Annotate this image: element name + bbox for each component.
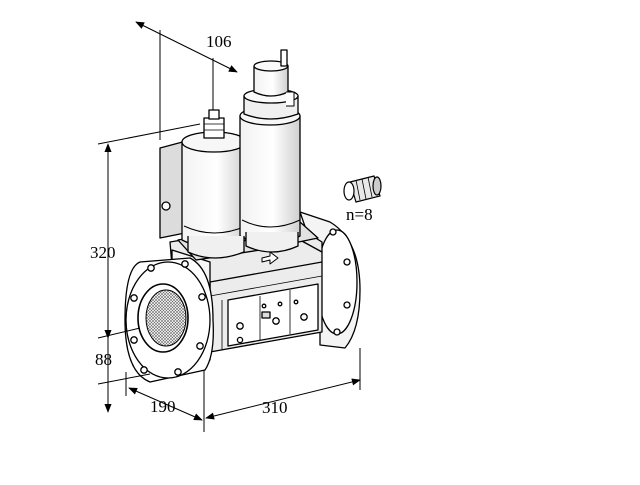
dim-base-depth: 190 [150, 397, 176, 416]
flow-arrow-mark [261, 251, 279, 265]
cable-gland [343, 175, 382, 203]
dim-height-lower: 88 [95, 350, 112, 369]
valve-body [124, 211, 361, 383]
terminal-panel [227, 283, 319, 347]
fitting-count-label: n=8 [346, 205, 373, 224]
left-cylinder [181, 141, 247, 249]
dimension-lines [97, 21, 361, 432]
actuators [159, 49, 319, 261]
dim-height-total: 320 [90, 243, 116, 262]
dim-top-depth: 106 [206, 32, 232, 51]
dim-length: 310 [262, 398, 288, 417]
right-cylinder [239, 115, 301, 245]
